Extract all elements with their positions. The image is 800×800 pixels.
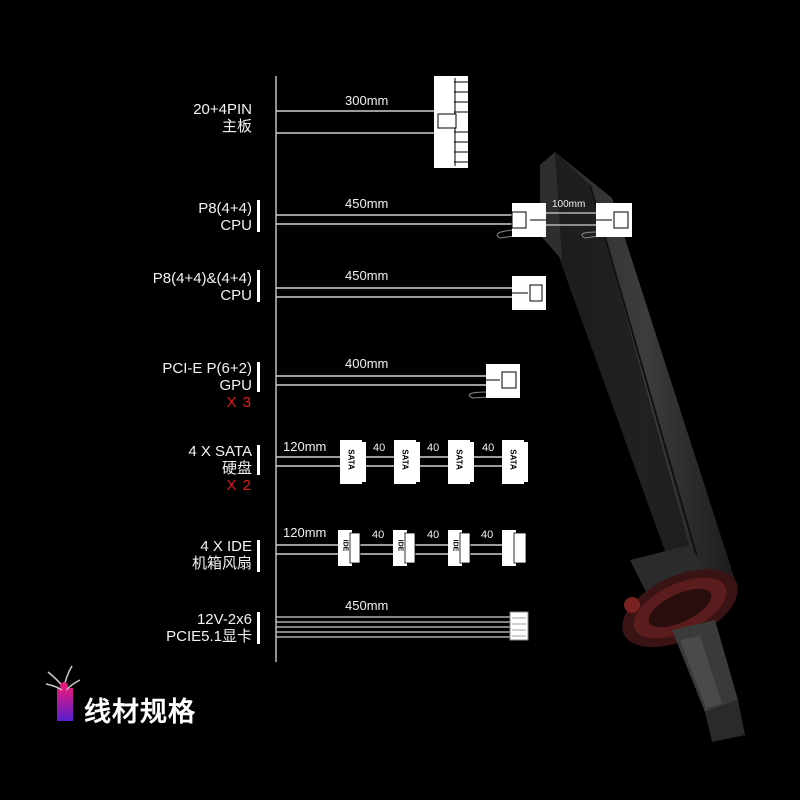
connector-gap: 40	[481, 529, 494, 541]
sata-connector-label: SATA	[400, 449, 410, 470]
sata-connector	[502, 440, 528, 484]
sata-connector-label: SATA	[346, 449, 356, 470]
cable-length: 300mm	[345, 93, 389, 108]
cable-ide	[276, 530, 527, 566]
cable-length: 450mm	[345, 598, 389, 613]
section-title: 线材规格	[84, 697, 196, 728]
ide-connector	[448, 530, 471, 566]
label-marker-bar	[257, 362, 260, 392]
ide-connector	[393, 530, 416, 566]
label-marker-bar	[257, 445, 260, 475]
cable-label-line2: PCIE5.1显卡	[166, 628, 252, 645]
cable-20-4pin	[276, 76, 468, 168]
label-marker-bar	[257, 612, 260, 644]
cable-label-20-4pin: 20+4PIN 主板	[193, 101, 252, 135]
ide-connector	[502, 530, 527, 566]
connector-gap: 40	[373, 442, 386, 454]
cable-label-line1: 20+4PIN	[193, 101, 252, 118]
cable-label-line2: 机箱风扇	[191, 555, 252, 572]
cable-label-line2: CPU	[220, 217, 252, 234]
brand-logo-icon	[45, 665, 81, 721]
cable-length: 450mm	[345, 196, 389, 211]
sata-connector	[340, 440, 366, 484]
connector-gap: 40	[372, 529, 385, 541]
sata-connector-label: SATA	[454, 449, 464, 470]
sword-grip	[672, 620, 745, 742]
connector-gap: 40	[427, 529, 440, 541]
ide-connector-label: IDE	[396, 539, 404, 552]
cable-label-line2: 主板	[221, 118, 252, 135]
cable-label-line1: P8(4+4)	[198, 200, 252, 217]
cable-label-line1: 4 X SATA	[188, 443, 252, 460]
sata-connector	[394, 440, 420, 484]
connector-gap: 40	[427, 442, 440, 454]
ide-connector-label: IDE	[451, 539, 459, 552]
cable-label-line2: GPU	[219, 377, 252, 394]
cable-p8-cpu	[276, 203, 632, 239]
ide-connector-label: IDE	[341, 539, 349, 552]
cable-pcie-gpu	[276, 364, 520, 399]
cable-quantity: X 3	[226, 394, 252, 411]
sata-connector-label: SATA	[508, 449, 518, 470]
cable-12v-2x6	[276, 611, 529, 641]
cable-dual-p8-cpu	[276, 276, 546, 310]
cable-length: 450mm	[345, 268, 389, 283]
ide-connector	[338, 530, 361, 566]
12v-2x6-connector	[509, 611, 529, 641]
cable-label-dual-p8-cpu: P8(4+4)&(4+4) CPU	[153, 270, 252, 304]
cable-label-ide: 4 X IDE 机箱风扇	[192, 538, 252, 572]
cable-label-p8-cpu: P8(4+4) CPU	[198, 200, 252, 234]
cable-length: 120mm	[283, 439, 327, 454]
cable-label-line2: 硬盘	[221, 460, 252, 477]
label-marker-bar	[257, 540, 260, 572]
cable-length: 120mm	[283, 525, 327, 540]
label-marker-bar	[257, 270, 260, 302]
cable-label-line1: P8(4+4)&(4+4)	[152, 270, 252, 287]
cable-label-12v-2x6: 12V-2x6 PCIE5.1显卡	[166, 611, 252, 645]
cable-quantity: X 2	[226, 477, 252, 494]
cable-label-line2: CPU	[220, 287, 252, 304]
extension-length: 100mm	[552, 199, 586, 210]
label-marker-bar	[257, 200, 260, 232]
cable-sata	[276, 440, 528, 484]
sata-connector	[448, 440, 474, 484]
connector-gap: 40	[482, 442, 495, 454]
cable-label-pcie-gpu: PCI-E P(6+2) GPU X 3	[162, 360, 252, 411]
cable-label-line1: PCI-E P(6+2)	[162, 360, 252, 377]
cable-length: 400mm	[345, 356, 389, 371]
cable-label-line1: 4 X IDE	[200, 538, 252, 555]
cable-label-sata: 4 X SATA 硬盘 X 2	[188, 443, 252, 494]
cable-label-line1: 12V-2x6	[196, 611, 252, 628]
